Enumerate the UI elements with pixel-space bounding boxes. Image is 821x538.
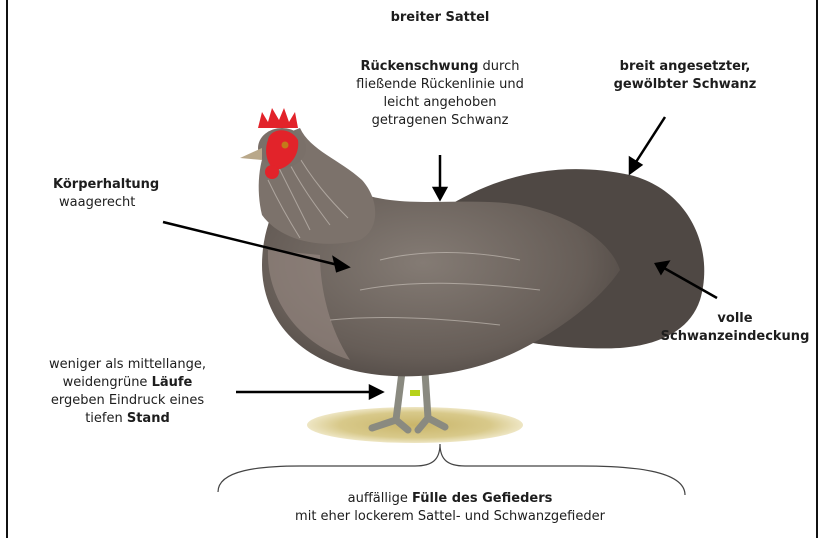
label-schwanzeindeckung: volle Schwanzeindeckung [650,310,820,346]
brace [218,444,685,495]
wattle [265,165,279,179]
beak [240,148,262,160]
comb [258,108,298,128]
label-breiter-sattel: breiter Sattel [355,9,525,27]
label-koerperhaltung: Körperhaltung waagerecht [53,176,183,212]
label-laeufe: weniger als mittellange, weidengrüne Läu… [20,356,235,428]
label-fuelle: auffällige Fülle des Gefieders mit eher … [250,490,650,526]
label-schwanz: breit angesetzter, gewölbter Schwanz [585,58,785,94]
leg-band [410,390,420,396]
eye [282,142,289,149]
label-rueckenschwung: Rückenschwung durch fließende Rückenlini… [330,58,550,130]
ground-patch [307,407,523,443]
